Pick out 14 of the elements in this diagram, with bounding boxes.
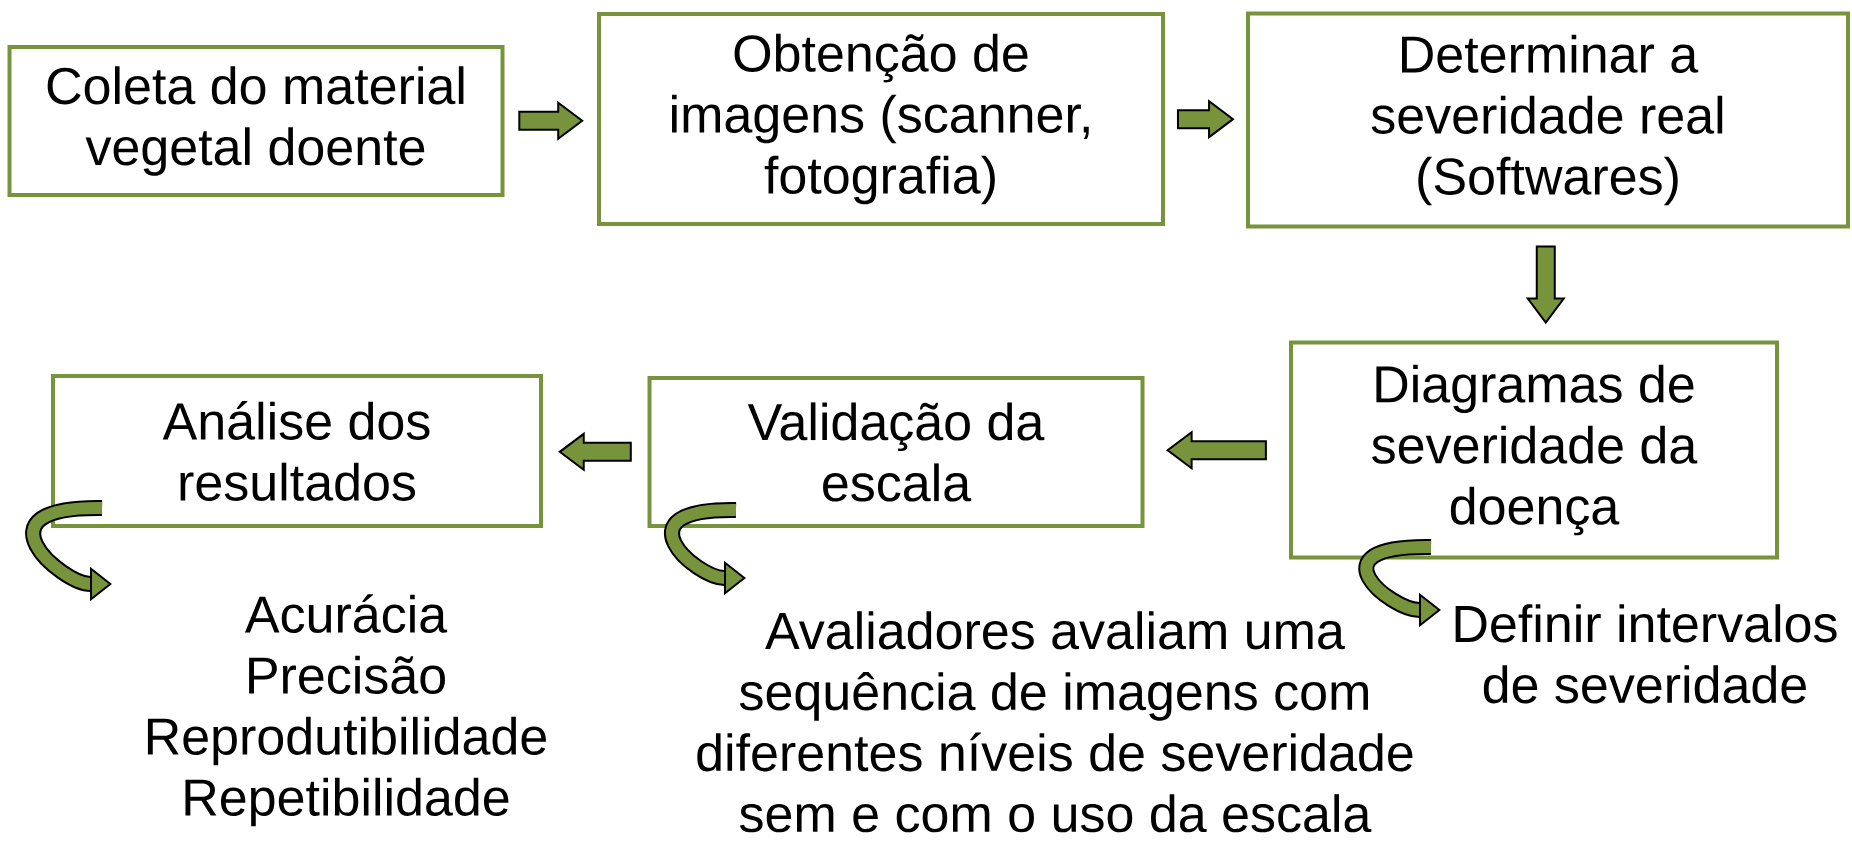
block-arrow (1525, 245, 1566, 325)
process-box: Análise dos resultados (51, 374, 543, 528)
note-text: Definir intervalos de severidade (1455, 604, 1837, 704)
process-box: Diagramas de severidade da doença (1289, 340, 1779, 560)
block-arrow (1165, 430, 1267, 471)
note-text: Avaliadores avaliam uma sequência de imagens com diferentes níveis de severidade sem e com o uso da escala (697, 611, 1413, 833)
block-arrow (518, 100, 584, 141)
note-text: Acurácia Precisão Reprodutibilidade Repetibilidade (147, 594, 546, 827)
process-box: Obtenção de imagens (scanner, fotografia) (597, 12, 1165, 226)
process-box: Validação da escala (647, 376, 1145, 528)
block-arrow (558, 431, 632, 472)
block-arrow (1176, 99, 1235, 140)
process-box: Determinar a severidade real (Softwares) (1246, 11, 1850, 229)
process-box: Coleta do material vegetal doente (7, 45, 505, 197)
